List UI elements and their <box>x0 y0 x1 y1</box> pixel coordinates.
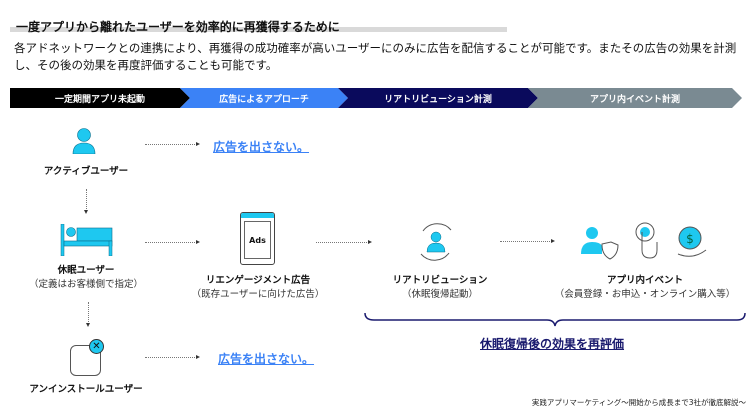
user-icon <box>72 128 96 154</box>
ads-label: Ads <box>244 221 271 259</box>
arrow <box>145 355 200 359</box>
dormant-user-label: 休眠ユーザー <box>57 265 115 276</box>
reattribution-sub: （休眠復帰起動） <box>401 289 478 300</box>
bed-icon <box>60 224 113 256</box>
in-app-event-icons: $ <box>581 222 707 260</box>
user-shield-icon <box>581 227 619 260</box>
in-app-event-label: アプリ内イベント <box>606 275 683 286</box>
arrow-down <box>84 189 88 214</box>
arrow <box>145 240 200 244</box>
tap-icon <box>635 222 658 259</box>
dormant-user-sub: （定義はお客様側で指定） <box>28 279 143 290</box>
dollar-coin-icon: $ <box>677 226 707 257</box>
title-underline <box>10 27 507 32</box>
app-icon <box>70 345 101 376</box>
arrow-down <box>86 302 90 327</box>
no-ad-link-active[interactable]: 広告を出さない。 <box>213 140 310 154</box>
reengagement-label: リエンゲージメント広告 <box>205 275 311 286</box>
reattribution-icon <box>420 223 452 261</box>
arrow <box>500 239 555 243</box>
active-user-label: アクティブユーザー <box>43 166 129 177</box>
reengagement-sub: （既存ユーザーに向けた広告） <box>191 289 325 300</box>
description: 各アドネットワークとの連携により、再獲得の成功確率が高いユーザーにのみに広告を配… <box>14 41 737 72</box>
arrow <box>316 240 372 244</box>
svg-text:$: $ <box>686 232 694 246</box>
step-dormant: 一定期間アプリ未起動 <box>10 88 190 108</box>
close-icon: ✕ <box>89 339 104 354</box>
page-title: 一度アプリから離れたユーザーを効率的に再獲得するために <box>16 20 340 34</box>
step-ad-approach: 広告によるアプローチ <box>180 88 348 108</box>
arrow <box>145 142 200 146</box>
no-ad-link-uninstall[interactable]: 広告を出さない。 <box>218 352 315 366</box>
reattribution-label: リアトリビューション <box>392 275 488 286</box>
step-reattribution: リアトリビューション計測 <box>338 88 538 108</box>
reevaluate-link[interactable]: 休眠復帰後の効果を再評価 <box>480 337 625 351</box>
footer: 実践アプリマーケティング～開始から成長まで3社が徹底解説～ <box>531 398 746 407</box>
brace <box>364 312 746 327</box>
tablet-icon: Ads <box>240 212 275 265</box>
step-in-app-event: アプリ内イベント計測 <box>528 88 742 108</box>
uninstall-user-label: アンインストールユーザー <box>29 384 143 395</box>
in-app-event-sub: （会員登録・お申込・オンライン購入等） <box>554 289 736 300</box>
